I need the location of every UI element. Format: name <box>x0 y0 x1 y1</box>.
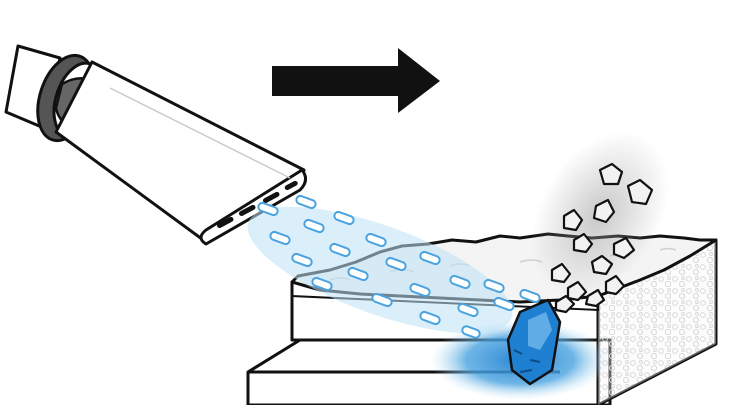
ice-chip-icon <box>531 131 669 314</box>
ice-pellets <box>257 194 541 339</box>
impact-zone <box>430 298 610 400</box>
blast-nozzle-icon <box>4 44 307 246</box>
stream-glow <box>247 206 513 334</box>
air-stream-icon <box>247 194 541 339</box>
direction-arrow-icon <box>272 48 440 113</box>
